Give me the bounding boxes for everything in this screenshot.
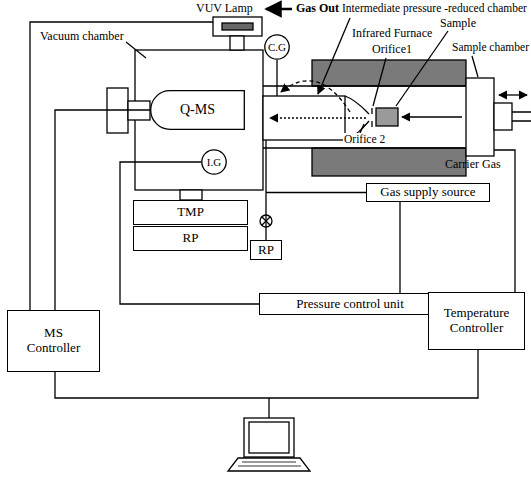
carrier-flow-arrow <box>402 116 462 117</box>
part-label: Vacuum chamber <box>40 30 124 44</box>
motion-arrow <box>499 94 527 95</box>
wire-connector <box>120 162 259 304</box>
node-text: Q-MS <box>180 102 215 118</box>
part-label: VUV Lamp <box>196 2 253 16</box>
laptop-base <box>228 458 310 471</box>
vacuum-chamber <box>135 50 263 190</box>
pump-box: RP <box>250 240 282 260</box>
tube-wall <box>263 147 466 148</box>
leader-line <box>373 58 386 106</box>
wire-connector <box>266 193 366 241</box>
infrared-furnace-top <box>312 60 466 86</box>
carrier-gas-pipe <box>512 112 531 121</box>
gas-line <box>265 140 266 192</box>
part-label: Sample <box>440 17 476 31</box>
circle-outline <box>265 35 289 59</box>
cylinder-outline <box>151 91 245 130</box>
pump-box: TMP <box>133 200 248 225</box>
vuv-lamp <box>213 17 262 36</box>
lamp-element <box>222 23 253 30</box>
gauge-circle: I.G <box>201 149 227 175</box>
laptop-keys <box>238 462 301 466</box>
gauge-circle: C.G <box>264 34 290 60</box>
gauge-pipe <box>276 60 277 96</box>
part-label: Orifice 2 <box>343 133 386 146</box>
flow-label: Carrier Gas <box>445 158 501 172</box>
leader-line <box>472 56 478 77</box>
controller-box: MS Controller <box>7 310 100 372</box>
end-flange <box>466 78 494 156</box>
node-text: C.G <box>268 41 286 54</box>
signal-wire <box>55 350 478 398</box>
leader-line <box>126 42 146 58</box>
lamp-stem <box>230 36 244 50</box>
sample <box>376 108 398 126</box>
node-text: MS Controller <box>19 326 89 356</box>
controller-box: Temperature Controller <box>428 292 525 350</box>
controller-box: Pressure control unit <box>259 293 441 315</box>
part-label: Intermediate pressure -reduced chamber <box>342 2 527 15</box>
flow-label: Gas Out <box>296 2 339 16</box>
part-label: Orifice1 <box>372 43 412 57</box>
infrared-furnace-bottom <box>312 148 466 176</box>
supply-box: Gas supply source <box>366 183 490 202</box>
node-text: RP <box>258 243 274 258</box>
plug <box>494 103 512 130</box>
mass-spectrometer: Q-MS <box>150 90 245 130</box>
node-text: Pressure control unit <box>296 297 404 312</box>
part-label: Infrared Furnace <box>352 27 432 41</box>
node-text: RP <box>183 231 199 246</box>
node-text: TMP <box>177 205 204 220</box>
orifice-1 <box>371 121 372 127</box>
signal-wire <box>30 22 213 310</box>
leader-line <box>318 18 350 94</box>
pump-box: RP <box>133 226 248 251</box>
leader-line <box>360 124 364 133</box>
wire-connector <box>399 202 400 293</box>
exhaust-flow <box>281 81 350 112</box>
node-text: Temperature Controller <box>434 306 519 336</box>
circle-outline <box>202 150 226 174</box>
tmp-stem <box>180 190 202 200</box>
signal-wire <box>268 398 269 418</box>
part-label: Sample chamber <box>452 41 529 54</box>
node-text: I.G <box>207 156 221 169</box>
sample-flow-arrow <box>270 117 366 118</box>
tube-wall <box>263 85 466 86</box>
node-text: Gas supply source <box>380 185 475 200</box>
orifice-1 <box>371 108 372 114</box>
laptop-display <box>249 422 289 453</box>
signal-wire <box>494 150 515 292</box>
gas-out-arrow <box>266 8 292 11</box>
laptop-screen <box>244 418 294 457</box>
